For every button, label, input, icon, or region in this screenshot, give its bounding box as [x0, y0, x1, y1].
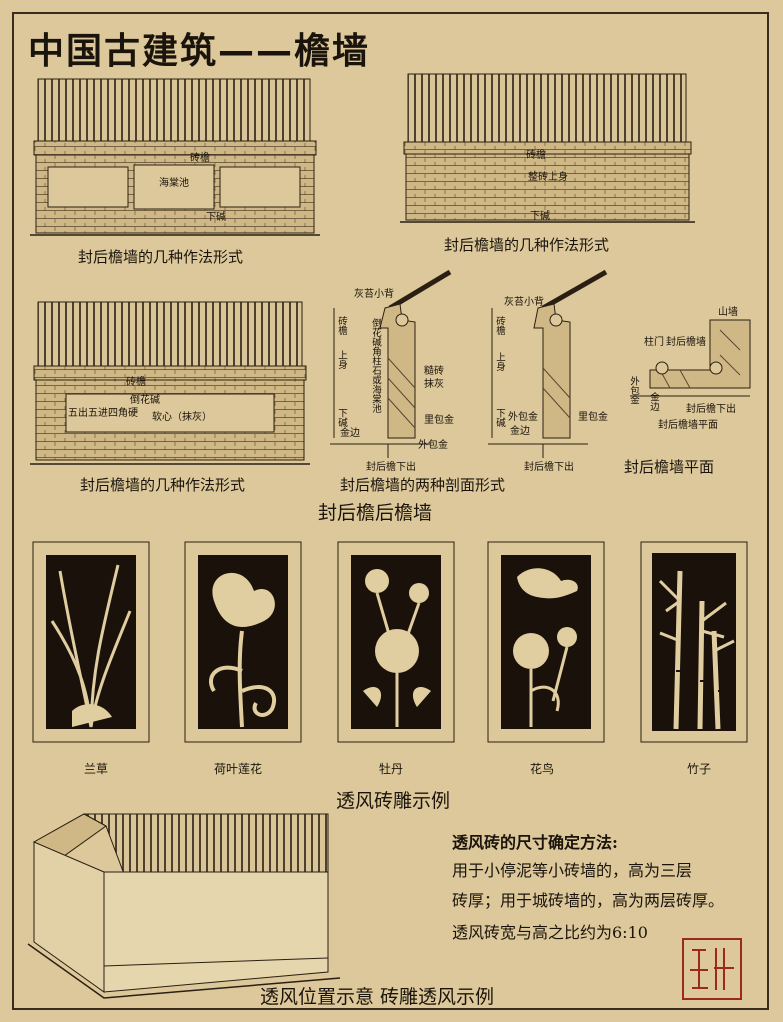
section-drawing-b [488, 269, 608, 458]
wall1-center-label: 海棠池 [159, 178, 189, 189]
wall1-top-label: 砖檐 [190, 153, 210, 164]
carving-panel-lotus [184, 541, 302, 743]
plan-plan-label: 封后檐墙平面 [658, 420, 718, 431]
wall1-bottom-label: 下碱 [206, 212, 226, 223]
plan-wall-label: 山墙 [718, 307, 738, 318]
caption-wall1: 封后檐墙的几种作法形式 [78, 248, 244, 266]
caption-plan: 封后檐墙平面 [624, 458, 715, 476]
section-b-roof-label: 灰苔小背 [504, 297, 544, 308]
wall3-center-label: 软心（抹灰） [152, 412, 212, 423]
wall-elevation-2 [400, 73, 695, 223]
panel-name-4: 花鸟 [530, 762, 555, 776]
page-frame [12, 12, 769, 1010]
note-line-2: 砖厚；用于城砖墙的，高为两层砖厚。 [452, 891, 725, 910]
section-a-bottom-label: 下碱 [336, 408, 347, 427]
section-b-bottom: 封后檐下出 [524, 462, 574, 473]
carving-panel-peony [337, 541, 455, 743]
note-heading: 透风砖的尺寸确定方法: [452, 833, 618, 852]
panel-name-5: 竹子 [687, 762, 712, 776]
wall-elevation-1 [30, 78, 320, 236]
plan-drawing [630, 319, 751, 397]
building-perspective [27, 813, 341, 999]
caption-brick-carving: 透风砖雕示例 [336, 790, 451, 812]
section-b-base: 金边 [510, 426, 530, 437]
carving-panel-bamboo [640, 541, 748, 743]
section-b-bottom-label: 下碱 [494, 408, 505, 427]
panel-name-3: 牡丹 [379, 762, 404, 776]
section-a-mid-label: 上身 [336, 350, 347, 369]
section-b-top-label: 砖檐 [494, 316, 505, 335]
carving-panel-flower-bird [487, 541, 605, 743]
red-seal-stamp [682, 938, 742, 1000]
section-a-roof-label: 灰苔小背 [354, 289, 394, 300]
section-a-base: 金边 [340, 428, 360, 439]
panel-name-1: 兰草 [84, 762, 109, 776]
section-drawing-a [330, 269, 452, 458]
section-b-r2: 里包金 [578, 412, 608, 423]
section-a-r4: 外包金 [418, 440, 448, 451]
wall2-top-label: 砖檐 [526, 150, 546, 161]
plan-out-label: 外包金 [628, 376, 639, 405]
section-a-inner-label: 倒花碱角柱石或海棠池 [370, 318, 381, 413]
caption-group: 封后檐后檐墙 [318, 502, 433, 524]
wall2-bottom-label: 下碱 [530, 211, 550, 222]
wall2-center-label: 整砖上身 [528, 172, 568, 183]
wall3-band-label: 倒花碱 [130, 395, 160, 406]
wall3-top-label: 砖檐 [126, 377, 146, 388]
caption-wall2: 封后檐墙的几种作法形式 [444, 236, 610, 254]
plan-back-label: 封后檐墙 [666, 337, 706, 348]
caption-wall3: 封后檐墙的几种作法形式 [80, 476, 246, 494]
note-line-3: 透风砖宽与高之比约为6:10 [452, 923, 648, 942]
panel-name-2: 荷叶莲花 [214, 762, 263, 776]
caption-bottom: 透风位置示意 砖雕透风示例 [260, 986, 495, 1008]
section-a-r1: 糙砖 [424, 366, 444, 377]
section-a-r2: 抹灰 [424, 379, 444, 390]
section-a-r3: 里包金 [424, 415, 454, 426]
wall-elevation-3 [30, 301, 310, 465]
section-a-bottom: 封后檐下出 [366, 462, 416, 473]
section-b-r1: 外包金 [508, 412, 538, 423]
plan-col-label: 柱门 [644, 337, 664, 348]
plan-edge-label: 金边 [648, 392, 659, 411]
carving-panel-orchid [32, 541, 150, 743]
plan-under-label: 封后檐下出 [686, 404, 736, 415]
section-a-top-label: 砖檐 [336, 316, 347, 335]
page-title: 中国古建筑——檐墙 [28, 31, 371, 72]
note-line-1: 用于小停泥等小砖墙的，高为三层 [452, 861, 693, 880]
wall3-left-label: 五出五进四角硬 [68, 408, 138, 419]
section-b-mid-label: 上身 [494, 352, 505, 371]
caption-sections: 封后檐墙的两种剖面形式 [340, 476, 506, 494]
